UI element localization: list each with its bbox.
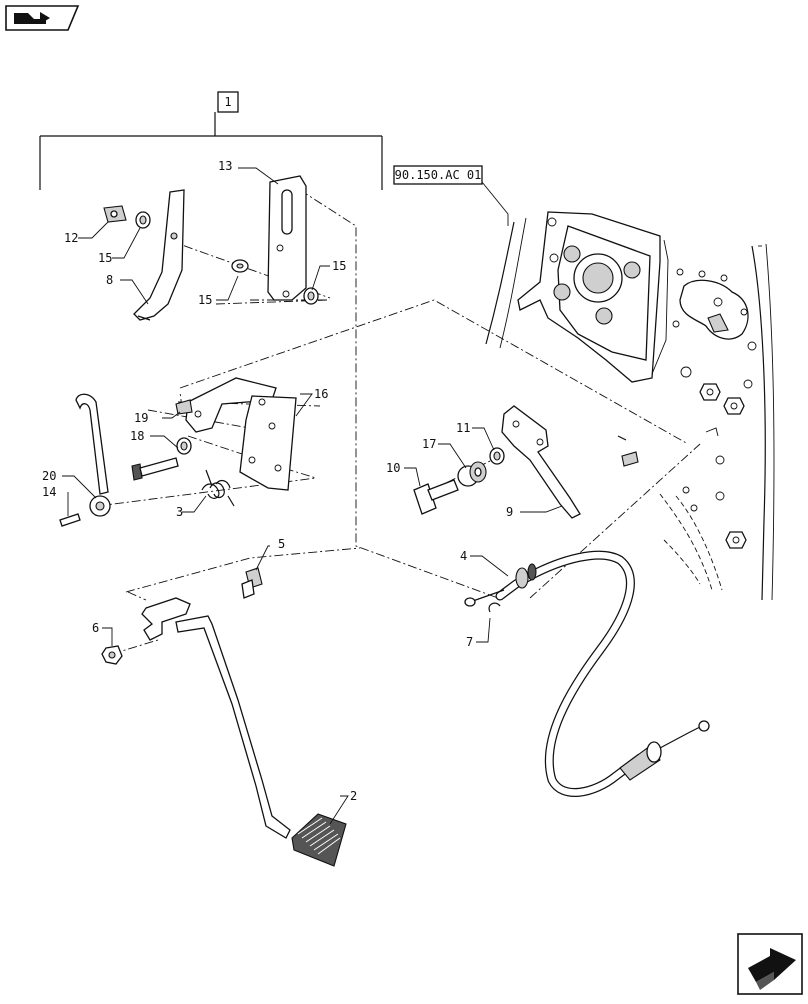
assembly-label: 1: [224, 95, 231, 109]
part-15-washer-a: [135, 211, 151, 229]
part-20-rod: [75, 393, 111, 517]
part-6-nut: [101, 645, 123, 665]
part-3-spring: [201, 469, 235, 507]
callout-8: 8: [106, 273, 113, 287]
part-4-cable: [464, 550, 710, 797]
callout-7: 7: [466, 635, 473, 649]
callout-16: 16: [314, 387, 328, 401]
tractor-frame: [485, 211, 775, 601]
reference-box[interactable]: 90.150.AC 01: [393, 165, 509, 226]
next-page-arrow-icon[interactable]: [737, 933, 803, 995]
callout-leaders: [62, 167, 563, 825]
part-10-bolt: [413, 479, 459, 515]
part-9-plate: [501, 405, 581, 519]
bolt-long: [131, 457, 179, 481]
part-15-washer-c: [303, 287, 319, 305]
callout-18: 18: [130, 429, 144, 443]
assembly-bracket: 1: [39, 91, 383, 190]
part-16-bracket: [185, 377, 297, 491]
callout-12: 12: [64, 231, 78, 245]
part-8-lever: [133, 189, 185, 321]
callout-2: 2: [350, 789, 357, 803]
part-19-bolt: [175, 399, 193, 415]
part-15-washer-b: [231, 259, 249, 273]
callout-4: 4: [460, 549, 467, 563]
assembly-box: [217, 91, 239, 113]
callout-20: 20: [42, 469, 56, 483]
callout-10: 10: [386, 461, 400, 475]
callout-3: 3: [176, 505, 183, 519]
book-nav-icon[interactable]: [5, 5, 80, 31]
callout-9: 9: [506, 505, 513, 519]
callout-6: 6: [92, 621, 99, 635]
callout-13: 13: [218, 159, 232, 173]
part-7-clip: [488, 602, 501, 613]
callout-11: 11: [456, 421, 470, 435]
part-2-pedal: [141, 597, 347, 867]
part-13-plate: [267, 175, 307, 301]
part-11-washer: [489, 447, 505, 465]
part-14-pin: [59, 513, 81, 527]
part-5-bolt: [241, 567, 263, 599]
callout-17: 17: [422, 437, 436, 451]
callout-15: 15: [98, 251, 112, 265]
callout-14: 14: [42, 485, 56, 499]
callout-15: 15: [198, 293, 212, 307]
part-17-bushing: [457, 461, 487, 487]
reference-label: 90.150.AC 01: [395, 168, 482, 182]
callout-5: 5: [278, 537, 285, 551]
part-18-washer: [176, 437, 192, 455]
callout-15: 15: [332, 259, 346, 273]
callout-labels: 12 15 8 15 13 15 16 19 18 20 14 3 5 6 2 …: [42, 159, 513, 803]
part-12-square-nut: [103, 205, 127, 223]
callout-19: 19: [134, 411, 148, 425]
